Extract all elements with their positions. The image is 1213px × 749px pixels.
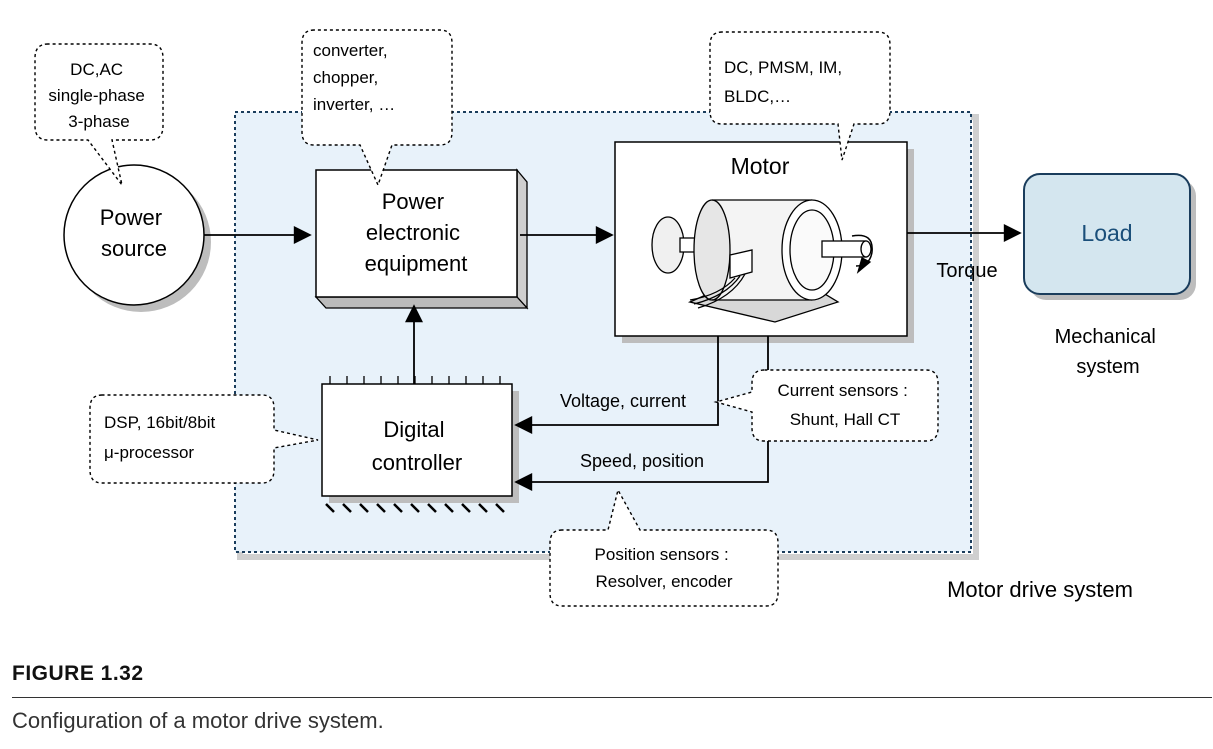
motor-drive-system-label: Motor drive system (947, 577, 1133, 602)
load-box (1023, 173, 1191, 295)
caption-divider (12, 697, 1212, 698)
controller-label: Digital controller (372, 417, 462, 475)
current-sensor-callout-text: Current sensors : Shunt, Hall CT (777, 381, 912, 429)
torque-label: Torque (936, 260, 997, 282)
power-source-callout-text: DC,AC single-phase 3-phase (48, 60, 149, 131)
position-sensor-callout (549, 488, 779, 607)
power-source-label: Power source (100, 205, 168, 261)
motor-illustration (651, 199, 873, 323)
controller-node (321, 383, 513, 497)
feedback-voltage-current (514, 336, 719, 434)
load-label: Load (1081, 220, 1132, 246)
controller-callout-text: DSP, 16bit/8bit μ-processor (104, 413, 220, 462)
mechanical-system-label: Mechanical system (1055, 326, 1162, 378)
motor-label: Motor (731, 153, 790, 179)
motor-drive-diagram: Power source DC,AC single-phase 3-phase … (34, 29, 1196, 607)
power-electronics-node (315, 169, 518, 298)
position-sensor-callout-text: Position sensors : Resolver, encoder (595, 545, 734, 591)
power-electronics-side (516, 168, 528, 310)
motor-callout-text: DC, PMSM, IM, BLDC,… (724, 58, 847, 106)
power-electronics-callout (301, 29, 453, 187)
figure-caption: Configuration of a motor drive system. (12, 708, 384, 733)
power-source-callout (34, 43, 164, 186)
controller-pins (325, 376, 505, 513)
controller-callout (89, 394, 319, 484)
power-electronics-callout-text: converter, chopper, inverter, … (313, 41, 395, 114)
voltage-current-label: Voltage, current (560, 391, 686, 411)
figure-number: FIGURE 1.32 (12, 662, 144, 685)
power-electronics-label: Power electronic equipment (365, 189, 468, 276)
power-electronics-bottom (314, 296, 529, 309)
motor-callout (709, 31, 891, 161)
current-sensor-callout (713, 369, 939, 442)
speed-position-label: Speed, position (580, 451, 704, 471)
power-source-node (63, 164, 205, 306)
